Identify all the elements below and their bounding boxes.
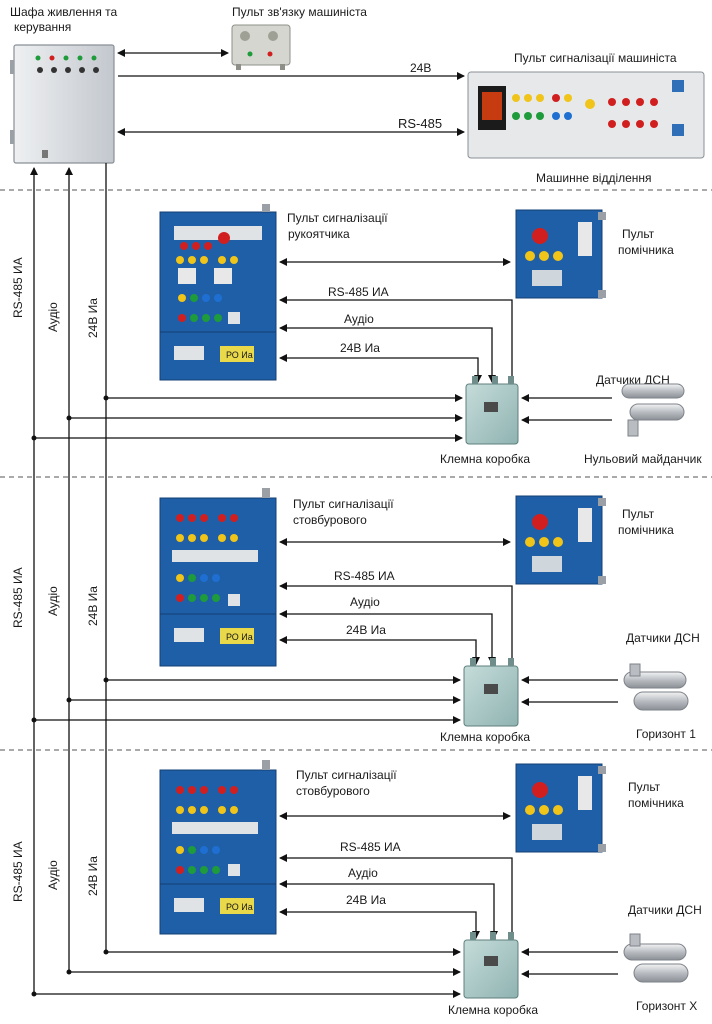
signal-panel: РО Иа [159, 204, 277, 381]
power-link [279, 636, 480, 665]
power-label: 24В Иа [340, 341, 380, 355]
assistant-label-line1: Пульт [622, 227, 655, 241]
plate-text: РО Иа [226, 902, 253, 912]
signal-panel: РО Иа [159, 760, 277, 935]
junction-box [465, 376, 519, 445]
audio-link [279, 324, 496, 383]
power-link [279, 908, 480, 939]
power-label: 24В Иа [346, 623, 386, 637]
link-24v-label: 24В [410, 61, 431, 75]
rs485-bus-label: RS-485 ИА [11, 841, 25, 902]
level-label: Нульовий майданчик [584, 452, 702, 466]
rs485-label: RS-485 ИА [334, 569, 395, 583]
plate-text: РО Иа [226, 350, 253, 360]
audio-bus-label: Аудіо [46, 302, 60, 332]
power-link [279, 354, 482, 383]
assistant-panel [515, 209, 606, 299]
section-shaft-top: РО Иа Пульт сигналізації рукоятчика Пуль… [31, 204, 702, 466]
power-bus-label: 24В Иа [86, 856, 100, 896]
audio-link [279, 880, 498, 939]
power-bus-label: 24В Иа [86, 586, 100, 626]
junction-box [463, 932, 519, 999]
signal-panel-label-line1: Пульт сигналізації [296, 768, 397, 782]
assistant-panel [515, 495, 606, 585]
driver-signal-panel-label: Пульт сигналізації машиніста [514, 51, 677, 65]
dsn-sensors [623, 663, 689, 711]
junction-box-label: Клемна коробка [448, 1003, 538, 1017]
power-control-cabinet [10, 44, 115, 164]
audio-label: Аудіо [348, 866, 378, 880]
level-label: Горизонт 1 [636, 727, 696, 741]
cabinet-label-line2: керування [14, 20, 71, 34]
power-label: 24В Иа [346, 893, 386, 907]
junction-box-label: Клемна коробка [440, 730, 530, 744]
plate-text: РО Иа [226, 632, 253, 642]
audio-label: Аудіо [344, 312, 374, 326]
link-rs485-label: RS-485 [398, 116, 442, 131]
assistant-label-line2: помічника [618, 243, 674, 257]
signal-panel-label-line1: Пульт сигналізації [293, 497, 394, 511]
audio-label: Аудіо [350, 595, 380, 609]
cabinet-lock-icon [42, 150, 48, 158]
cabinet-indicator-lamps [35, 55, 99, 73]
level-label: Горизонт X [636, 999, 697, 1013]
section-horizon-x: РО Иа Пульт сигналізації стовбурового Пу… [31, 760, 702, 1017]
sensors-label: Датчики ДСН [628, 903, 702, 917]
rs485-link [279, 854, 513, 938]
rs485-label: RS-485 ИА [328, 285, 389, 299]
cabinet-label-line1: Шафа живлення та [10, 5, 118, 19]
audio-bus-label: Аудіо [46, 586, 60, 616]
rs485-bus-label: RS-485 ИА [11, 257, 25, 318]
signal-panel-label-line1: Пульт сигналізації [287, 211, 388, 225]
engine-room-label: Машинне відділення [536, 171, 652, 185]
assistant-label-line1: Пульт [622, 507, 655, 521]
signal-panel-label-line2: стовбурового [293, 513, 367, 527]
assistant-label-line2: помічника [628, 796, 684, 810]
assistant-panel [515, 763, 606, 853]
junction-box-label: Клемна коробка [440, 452, 530, 466]
rs485-link [279, 582, 513, 664]
dsn-sensors [621, 383, 685, 437]
audio-link [279, 610, 496, 665]
signal-panel-label-line2: стовбурового [296, 784, 370, 798]
assistant-label-line1: Пульт [628, 780, 661, 794]
sensors-label: Датчики ДСН [626, 631, 700, 645]
audio-bus-label: Аудіо [46, 860, 60, 890]
signal-panel: РО Иа [159, 488, 277, 667]
driver-panel-lamps [512, 94, 658, 128]
driver-signal-panel [467, 71, 705, 159]
driver-comm-panel [231, 24, 291, 70]
power-bus-label: 24В Иа [86, 298, 100, 338]
rs485-bus-label: RS-485 ИА [11, 567, 25, 628]
junction-box [463, 658, 519, 727]
rs485-link [279, 296, 513, 382]
assistant-label-line2: помічника [618, 523, 674, 537]
rs485-label: RS-485 ИА [340, 840, 401, 854]
driver-comm-panel-label: Пульт зв'язку машиніста [232, 5, 367, 19]
section-horizon-1: РО Иа Пульт сигналізації стовбурового Пу… [31, 488, 700, 744]
signal-panel-label-line2: рукоятчика [288, 227, 350, 241]
dsn-sensors [623, 933, 689, 983]
